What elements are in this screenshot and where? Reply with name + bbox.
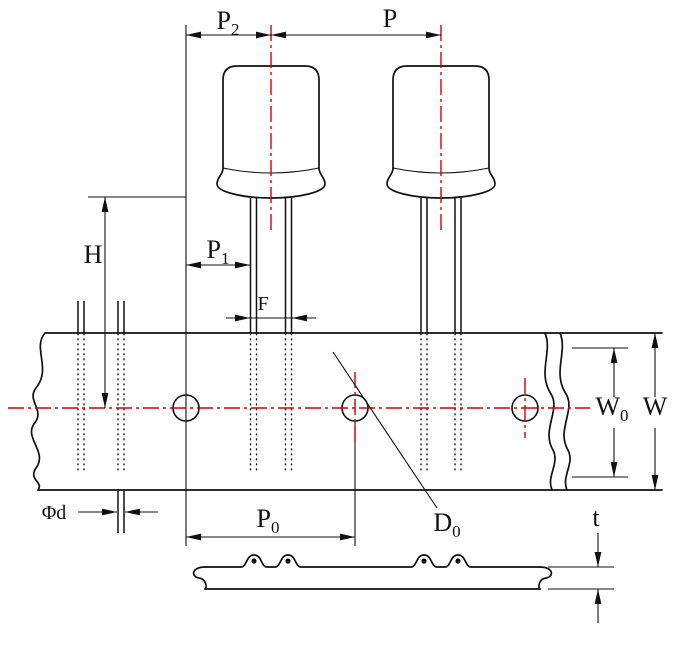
- tape-right-torn-edge-inner: [544, 332, 556, 491]
- cut-lead-stubs: [77, 301, 125, 533]
- tape-right-torn-edge-outer: [559, 332, 571, 491]
- label-phid: Φd: [42, 502, 67, 524]
- label-P2: P2: [217, 6, 240, 39]
- label-F: F: [257, 293, 268, 315]
- label-H: H: [84, 240, 103, 269]
- capacitor-2: [386, 65, 496, 473]
- dim-D0-leader: [332, 351, 438, 509]
- lead-cross-section: [421, 558, 427, 564]
- label-P: P: [383, 4, 397, 33]
- capacitor-body: [216, 65, 326, 199]
- label-W0: W0: [595, 392, 628, 425]
- tape-side-view: [192, 554, 553, 590]
- label-D0: D0: [433, 508, 460, 541]
- side-view-top-profile: [204, 554, 541, 568]
- lead-cross-section: [455, 558, 461, 564]
- lead-cross-section: [251, 558, 257, 564]
- label-P1: P1: [207, 235, 230, 268]
- capacitor-1: [216, 65, 326, 473]
- label-t: t: [592, 503, 600, 532]
- dimension-labels: P2 P P1 F H W0 W Φd P0 D0 t: [42, 4, 668, 541]
- carrier-tape-front-view: [30, 332, 663, 491]
- side-view-right-curl: [538, 566, 553, 590]
- side-view-left-curl: [192, 566, 207, 590]
- capacitor-body: [386, 65, 496, 199]
- tape-left-torn-edge: [30, 332, 46, 491]
- label-W: W: [643, 392, 668, 421]
- dimensions: [78, 31, 659, 623]
- label-P0: P0: [257, 504, 280, 537]
- lead-cross-section: [285, 558, 291, 564]
